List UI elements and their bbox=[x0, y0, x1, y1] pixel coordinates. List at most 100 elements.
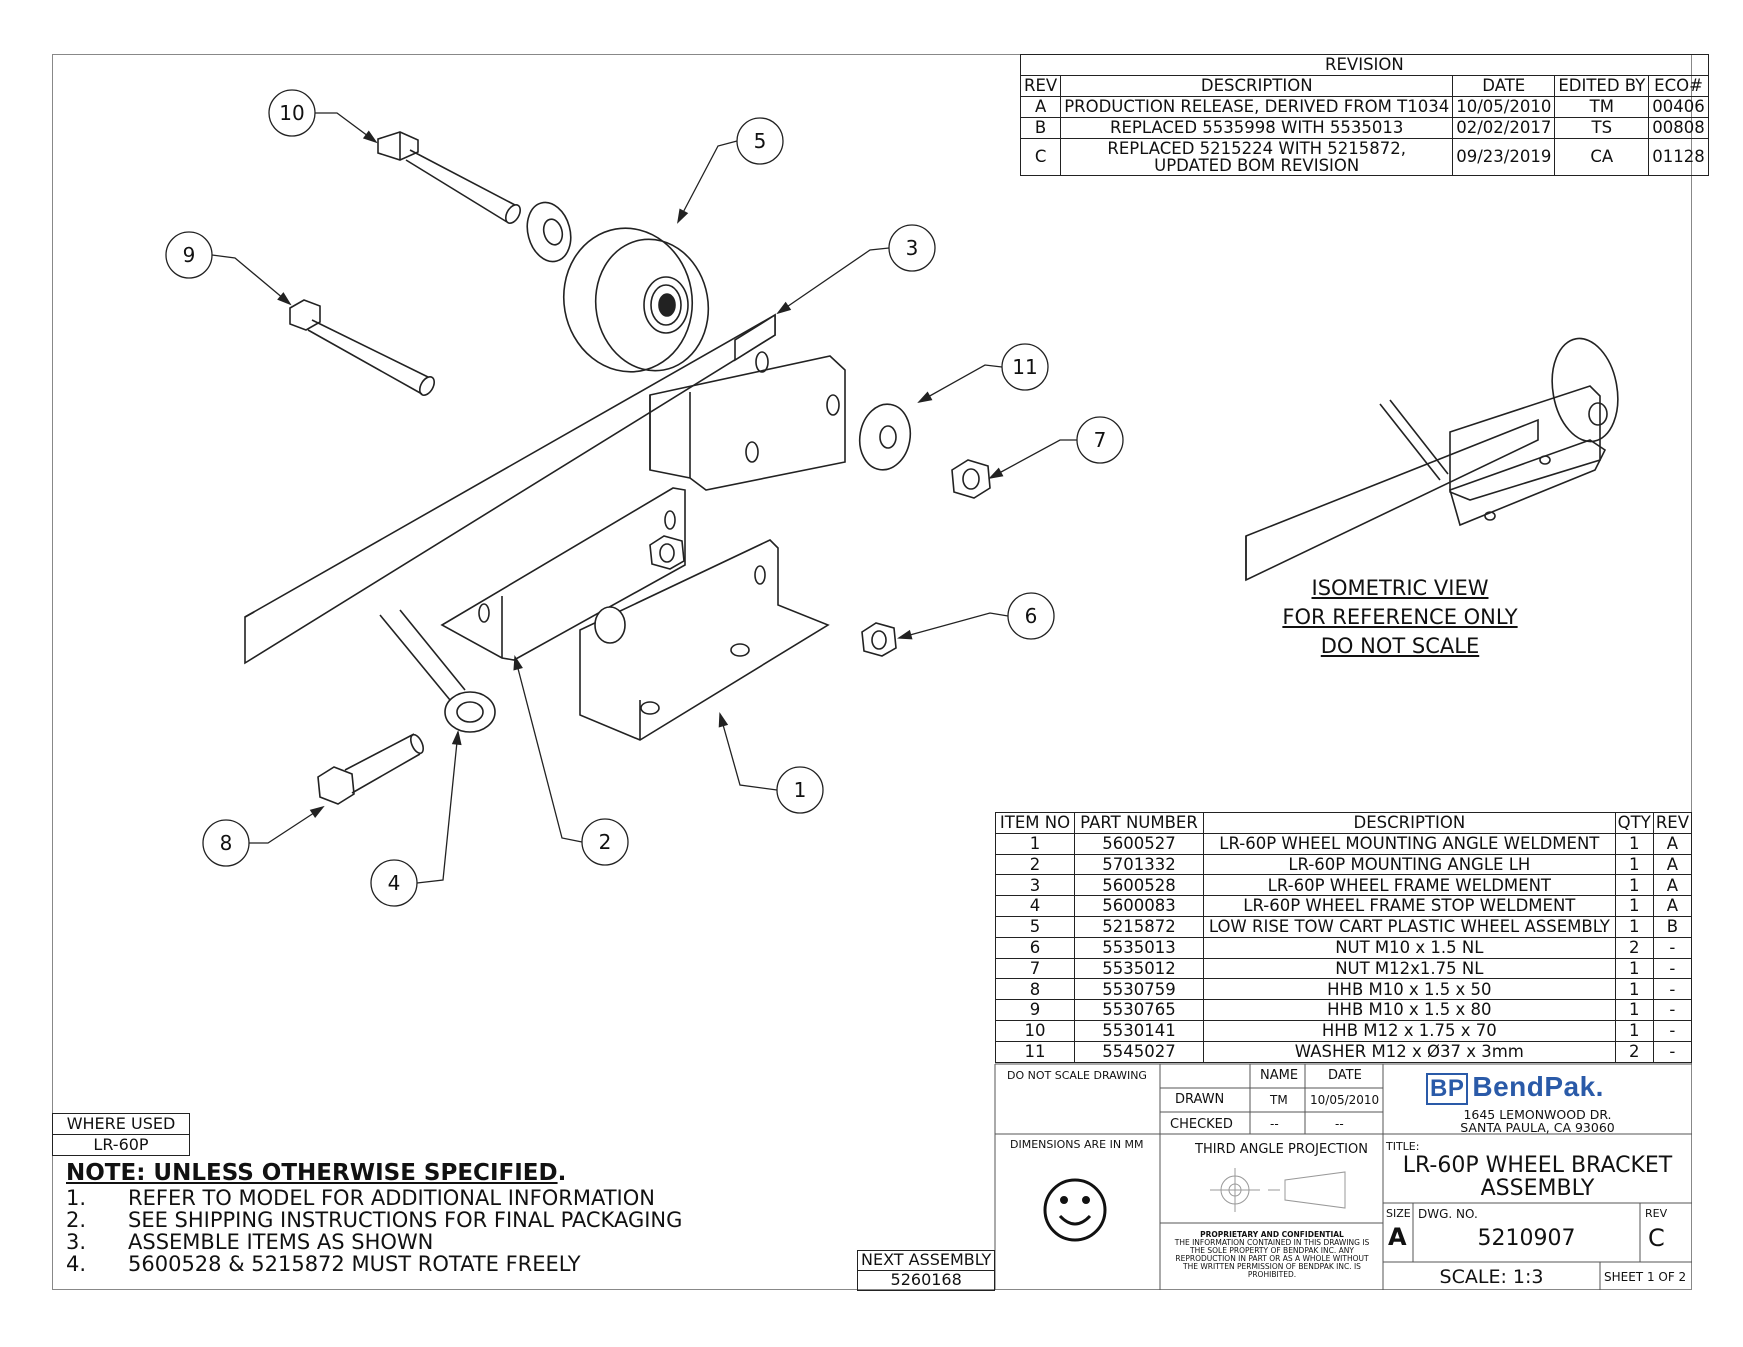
dwg-no-value: 5210907 bbox=[1477, 1226, 1576, 1251]
balloon-label: 3 bbox=[906, 236, 919, 260]
leader-arrowhead bbox=[776, 301, 792, 315]
drawn-label: DRAWN bbox=[1175, 1092, 1225, 1107]
balloon-label: 5 bbox=[754, 129, 767, 153]
stop-weldment-item-4 bbox=[379, 606, 626, 733]
balloon-circle bbox=[736, 117, 784, 165]
leader-line bbox=[989, 439, 1077, 479]
where-used-value: LR-60P bbox=[52, 1134, 190, 1156]
checked-date: -- bbox=[1335, 1117, 1344, 1131]
leader-arrowhead bbox=[362, 130, 378, 144]
next-assembly-value: 5260168 bbox=[856, 1270, 996, 1291]
drawing-title: LR-60P WHEEL BRACKET ASSEMBLY bbox=[1402, 1153, 1673, 1201]
nut-item-7 bbox=[951, 459, 991, 499]
balloon-label: 7 bbox=[1094, 428, 1107, 452]
mounting-angle-item-1 bbox=[579, 539, 830, 741]
balloon-label: 1 bbox=[794, 778, 807, 802]
checked-label: CHECKED bbox=[1170, 1117, 1233, 1132]
balloon-3: 3 bbox=[776, 224, 936, 315]
balloon-7: 7 bbox=[988, 416, 1124, 479]
do-not-scale-label: DO NOT SCALE DRAWING bbox=[1007, 1069, 1147, 1082]
drawn-name: TM bbox=[1270, 1093, 1288, 1107]
projection-label: THIRD ANGLE PROJECTION bbox=[1195, 1142, 1368, 1157]
balloon-5: 5 bbox=[677, 117, 784, 224]
bolt-item-10 bbox=[377, 131, 522, 224]
bolt-item-9 bbox=[289, 299, 436, 396]
third-angle-projection-symbol bbox=[1210, 1168, 1346, 1212]
revision-header-row: REV DESCRIPTION DATE EDITED BY ECO# bbox=[1019, 75, 1709, 97]
balloon-circle bbox=[165, 231, 213, 279]
leader-line bbox=[677, 140, 738, 223]
leader-arrowhead bbox=[988, 467, 1004, 479]
isometric-view-note: ISOMETRIC VIEW FOR REFERENCE ONLY DO NOT… bbox=[1282, 576, 1518, 658]
size-label: SIZE bbox=[1386, 1207, 1411, 1220]
nut-item-6 bbox=[861, 622, 897, 657]
proprietary-notice: PROPRIETARY AND CONFIDENTIAL THE INFORMA… bbox=[1174, 1230, 1370, 1279]
balloon-label: 9 bbox=[183, 243, 196, 267]
isometric-view bbox=[1245, 337, 1619, 582]
name-label: NAME bbox=[1260, 1068, 1299, 1083]
balloon-label: 2 bbox=[599, 830, 612, 854]
note-item: 1.REFER TO MODEL FOR ADDITIONAL INFORMAT… bbox=[66, 1186, 655, 1210]
balloon-label: 6 bbox=[1025, 604, 1038, 628]
leader-arrowhead bbox=[897, 629, 913, 640]
balloon-circle bbox=[268, 89, 316, 137]
balloon-2: 2 bbox=[513, 655, 629, 866]
leader-line bbox=[315, 112, 377, 143]
leader-line bbox=[898, 612, 1009, 639]
balloon-10: 10 bbox=[268, 89, 378, 144]
notes-header: NOTE: UNLESS OTHERWISE SPECIFIED bbox=[66, 1160, 558, 1186]
nut-middle bbox=[649, 535, 685, 570]
leader-line bbox=[416, 731, 459, 884]
balloon-label: 11 bbox=[1012, 355, 1037, 379]
balloon-11: 11 bbox=[917, 343, 1049, 404]
leader-line bbox=[719, 713, 778, 791]
sheet-label: SHEET 1 OF 2 bbox=[1604, 1270, 1687, 1284]
washer-item-11 bbox=[858, 403, 912, 471]
balloon-1: 1 bbox=[718, 712, 824, 814]
note-item: 2.SEE SHIPPING INSTRUCTIONS FOR FINAL PA… bbox=[66, 1208, 683, 1232]
where-used-box: WHERE USED LR-60P bbox=[52, 1113, 190, 1156]
revision-table: REVISION REV DESCRIPTION DATE EDITED BY … bbox=[1019, 54, 1709, 176]
bolt-item-8 bbox=[317, 733, 424, 805]
title-block-grid bbox=[994, 1063, 1692, 1290]
balloon-label: 10 bbox=[279, 101, 304, 125]
drawn-date: 10/05/2010 bbox=[1310, 1093, 1380, 1107]
balloon-circle bbox=[888, 224, 936, 272]
scale-label: SCALE: 1:3 bbox=[1439, 1266, 1544, 1288]
balloon-label: 8 bbox=[220, 831, 233, 855]
leader-arrowhead bbox=[277, 292, 292, 306]
balloon-circle bbox=[1076, 416, 1124, 464]
smiley-icon bbox=[1043, 1178, 1107, 1242]
mounting-angle-item-2 bbox=[440, 487, 686, 661]
size-value: A bbox=[1388, 1223, 1407, 1251]
leader-line bbox=[211, 254, 291, 305]
leader-arrowhead bbox=[917, 391, 933, 404]
rev-label: REV bbox=[1645, 1207, 1668, 1220]
balloon-circle bbox=[1001, 343, 1049, 391]
wheel-item-5 bbox=[562, 227, 710, 373]
balloon-6: 6 bbox=[897, 592, 1055, 640]
where-used-label: WHERE USED bbox=[52, 1113, 190, 1135]
note-item: 4.5600528 & 5215872 MUST ROTATE FREELY bbox=[66, 1252, 581, 1276]
balloon-label: 4 bbox=[388, 871, 401, 895]
balloon-circle bbox=[776, 766, 824, 814]
bom-header-row: ITEM NO PART NUMBER DESCRIPTION QTY REV bbox=[995, 812, 1693, 834]
balloon-9: 9 bbox=[165, 231, 292, 306]
balloon-circle bbox=[202, 819, 250, 867]
balloon-circle bbox=[581, 818, 629, 866]
rev-value: C bbox=[1648, 1224, 1665, 1252]
